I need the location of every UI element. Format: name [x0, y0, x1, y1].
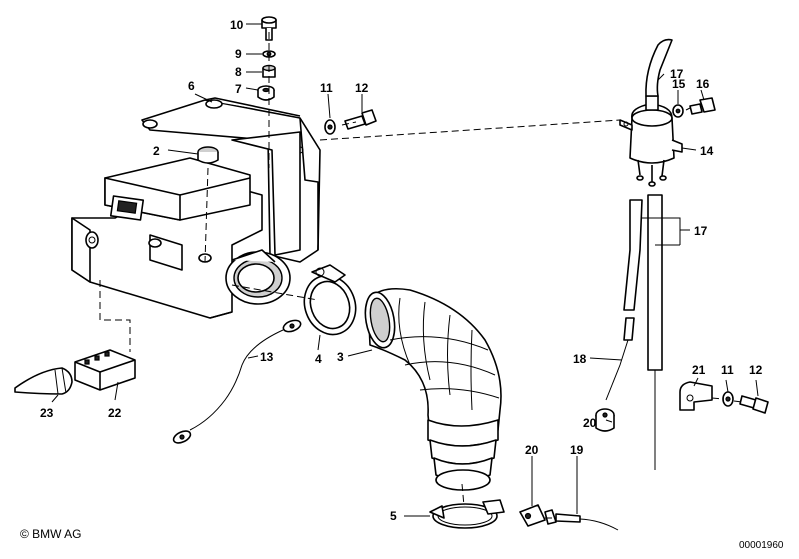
callout-5: 5: [390, 509, 397, 523]
vacuum-hoses: [623, 194, 663, 470]
callout-19: 19: [570, 443, 584, 457]
copyright-notice: © BMW AG: [20, 527, 82, 541]
mounting-bracket: [141, 97, 321, 263]
callout-20-bottom: 20: [525, 443, 539, 457]
callout-7: 7: [235, 82, 242, 96]
control-valve: [619, 95, 683, 187]
assembly-lines: [99, 32, 743, 519]
washer-screw-valve: [672, 97, 716, 118]
union-nut-upper: [595, 408, 615, 432]
union-nut-lower: [519, 504, 557, 527]
callout-11-top: 11: [320, 81, 333, 95]
leader-lines: [51, 23, 759, 517]
callout-8: 8: [235, 65, 242, 79]
callout-22: 22: [108, 406, 122, 420]
callout-6: 6: [188, 79, 195, 93]
bolt-stack: [257, 16, 277, 101]
intake-boot: [364, 287, 502, 491]
callout-12-top: 12: [355, 81, 369, 95]
callout-2: 2: [153, 144, 160, 158]
callout-23: 23: [40, 406, 54, 420]
vacuum-line: [605, 317, 635, 401]
plug-cap: [197, 146, 219, 164]
callout-15: 15: [672, 77, 686, 91]
callout-9: 9: [235, 47, 242, 61]
hose-upper: [645, 38, 673, 97]
callout-17-top: 17: [670, 67, 684, 81]
connector-plug: [74, 349, 136, 391]
callout-10: 10: [230, 18, 244, 32]
callout-labels: 10 9 8 7 6 11 12 2 17 15 16 14 17 13 4 3…: [40, 18, 763, 523]
callout-11-right: 11: [721, 363, 734, 377]
callout-13: 13: [260, 350, 274, 364]
washer-screw-top: [324, 109, 377, 135]
callout-16: 16: [696, 77, 710, 91]
document-number: 00001960: [739, 540, 784, 551]
callout-17-mid: 17: [694, 224, 708, 238]
callout-14: 14: [700, 144, 714, 158]
callout-18: 18: [573, 352, 587, 366]
callout-12-right: 12: [749, 363, 763, 377]
rubber-boot: [14, 367, 73, 395]
washer-screw-bracket: [722, 391, 769, 414]
pressure-line: [555, 513, 619, 531]
callout-3: 3: [337, 350, 344, 364]
lower-clamp: [429, 499, 505, 529]
bracket-clip: [679, 381, 713, 411]
callout-20-right: 20: [583, 416, 597, 430]
hose-clamp: [303, 264, 357, 336]
air-flow-meter: [71, 157, 291, 319]
callout-4: 4: [315, 352, 322, 366]
ground-cable: [172, 319, 302, 444]
callout-21: 21: [692, 363, 706, 377]
